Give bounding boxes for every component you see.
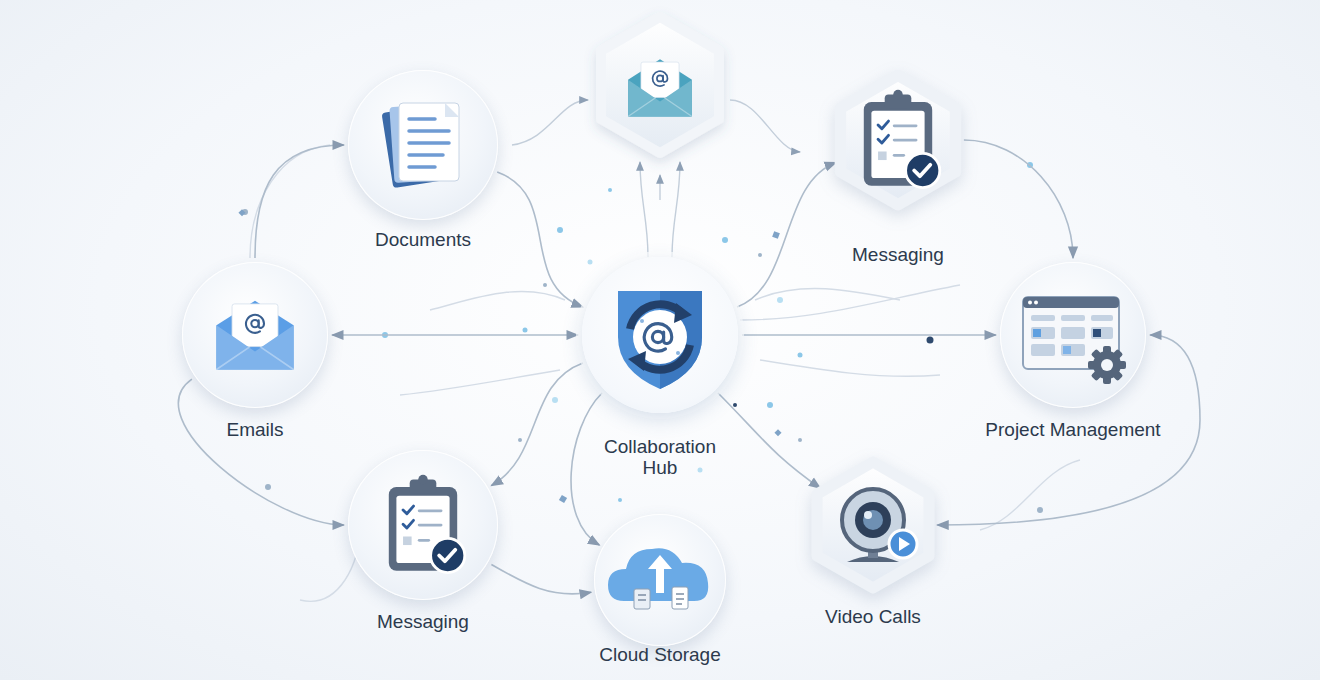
circle-node: Emails: [182, 262, 328, 408]
hexagon-node: Messaging: [826, 68, 970, 212]
connector: [497, 172, 583, 307]
connector: [491, 363, 583, 486]
documents-icon: [381, 103, 459, 188]
connector: [255, 145, 344, 258]
circle-node: Documents: [348, 70, 498, 220]
hexagon-node: Video Calls: [803, 455, 943, 595]
clipboard-icon: [864, 90, 940, 188]
envelope-hexagon: [601, 17, 719, 153]
node-label: Messaging: [813, 244, 983, 265]
connector: [737, 163, 836, 308]
envelope-icon: [628, 59, 692, 116]
node-label: Cloud Storage: [570, 644, 750, 665]
hexagon-outline: [826, 68, 970, 212]
circle-node: Messaging: [348, 450, 498, 600]
node-label: Emails: [180, 419, 330, 440]
connector: [332, 334, 578, 336]
circle-node: Project Management: [1000, 262, 1146, 408]
scatter-dots: [238, 162, 1043, 513]
webcam-icon: [842, 489, 917, 562]
hexagon-outline: [803, 455, 943, 595]
connector: [491, 565, 591, 594]
connector: [718, 393, 820, 488]
node-label: Documents: [338, 229, 508, 250]
connector: [571, 393, 602, 545]
hub-shield-icon: [618, 291, 702, 389]
connector: [742, 334, 996, 336]
envelope-icon: [216, 301, 293, 370]
node-label: Project Management: [958, 419, 1188, 440]
circle-node: Cloud Storage: [594, 514, 726, 646]
node-label: Video Calls: [788, 606, 958, 627]
node-label: Messaging: [338, 611, 508, 632]
clipboard-icon: [389, 475, 465, 573]
circle-node: Collaboration Hub: [582, 257, 738, 413]
board-icon: [1023, 297, 1126, 384]
node-label: Collaboration Hub: [590, 436, 730, 479]
connector: [964, 140, 1073, 258]
cloud-icon: [608, 548, 708, 609]
